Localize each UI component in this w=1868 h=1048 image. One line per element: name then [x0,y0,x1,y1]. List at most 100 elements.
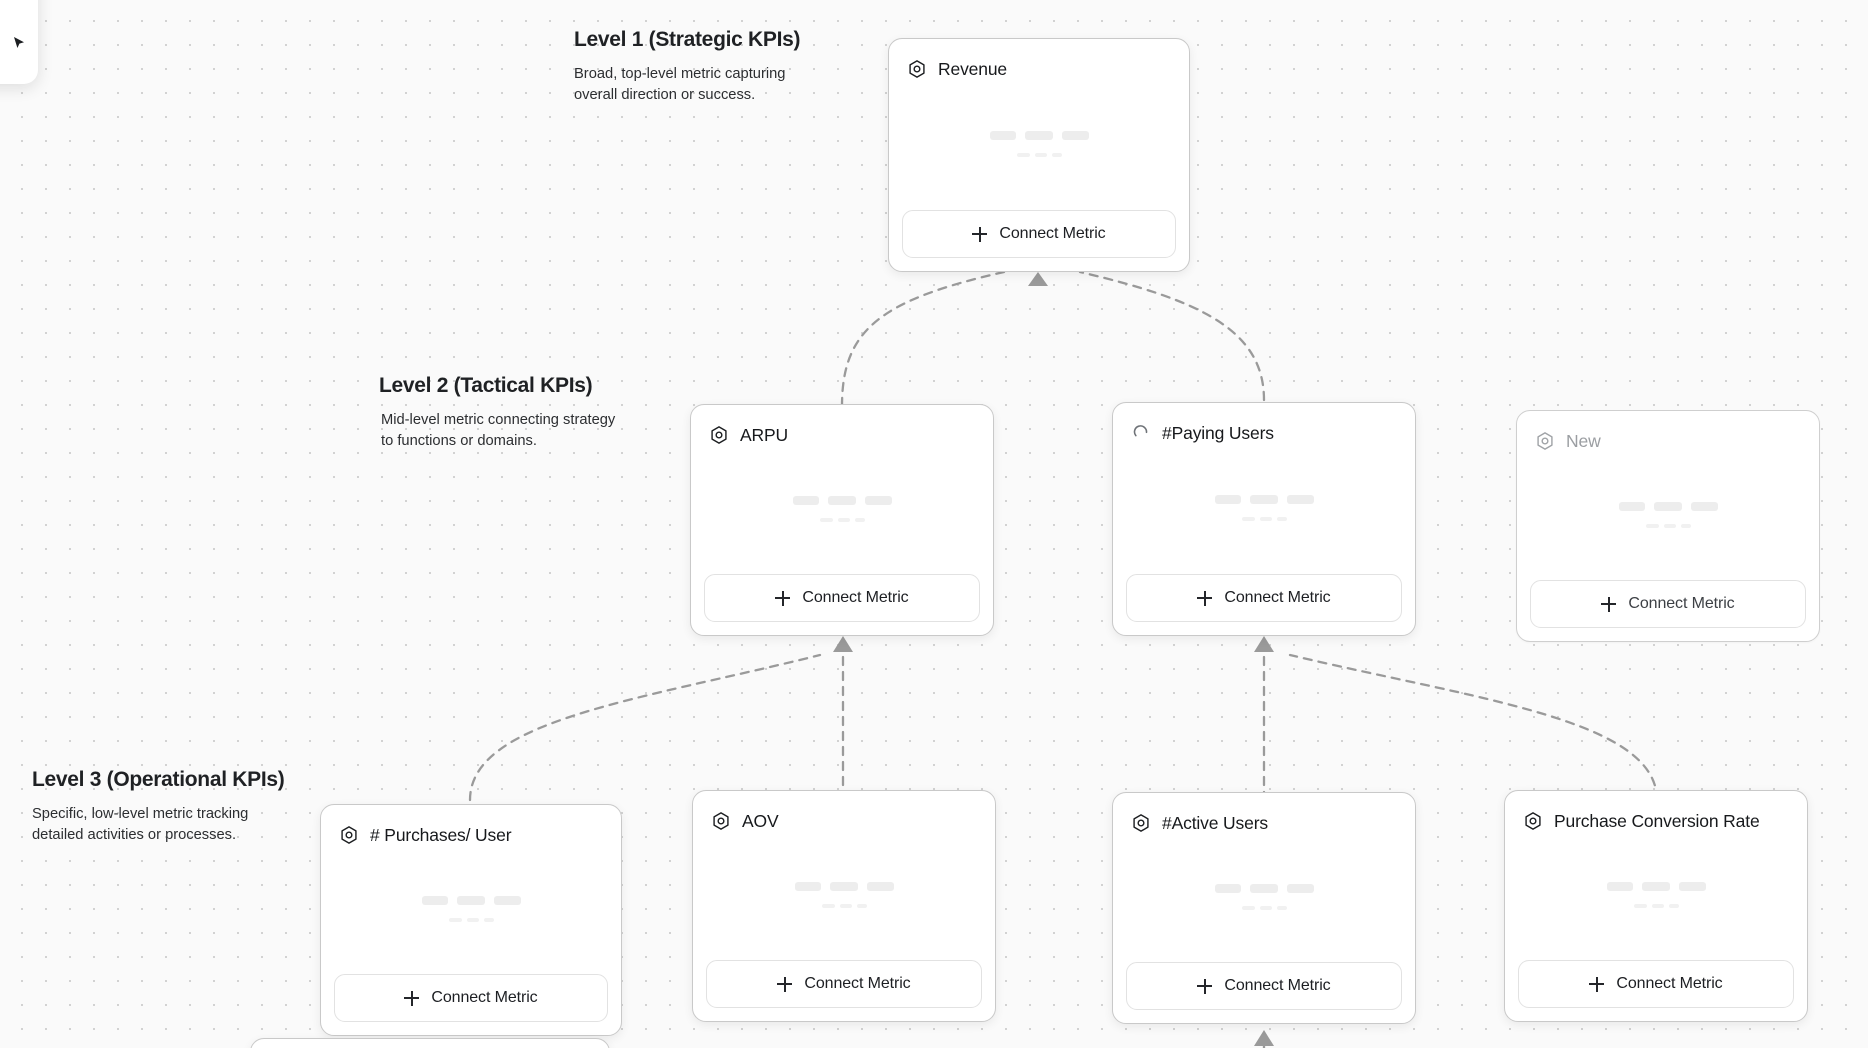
plus-icon [1589,976,1605,992]
hexagon-metric-icon [1523,811,1543,831]
skeleton-bar [1061,130,1089,140]
skeleton-row-secondary [1633,903,1679,908]
connect-metric-label: Connect Metric [1224,977,1331,994]
skeleton-bar [1653,501,1682,511]
skeleton-row-primary [1606,881,1706,891]
skeleton-bar [1034,152,1047,157]
kpi-node-new-header: New [1517,411,1819,455]
kpi-node-clipped-bottom-skeleton [251,1039,609,1048]
skeleton-bar [1690,501,1718,511]
plus-icon [777,976,793,992]
level-1-label: Level 1 (Strategic KPIs) Broad, top-leve… [574,28,801,107]
connect-metric-button-aov[interactable]: Connect Metric [706,960,982,1008]
plus-icon [1601,596,1617,612]
connect-metric-label: Connect Metric [431,989,538,1006]
skeleton-bar [866,881,894,891]
level-2-title: Level 2 (Tactical KPIs) [379,374,593,397]
skeleton-row-primary [794,881,894,891]
level-1-description: Broad, top-level metric capturing overal… [574,66,786,104]
skeleton-row-primary [421,895,521,905]
floating-toolbar-panel[interactable] [0,0,38,84]
skeleton-bar [1286,883,1314,893]
connect-metric-button-arpu[interactable]: Connect Metric [704,574,980,622]
connect-metric-button-paying-users[interactable]: Connect Metric [1126,574,1402,622]
kpi-node-paying-users-skeleton [1113,447,1415,574]
kpi-node-arpu[interactable]: ARPU Connect Metric [690,404,994,636]
plus-icon [1197,590,1213,606]
arrowhead-arpu-1 [833,636,853,652]
skeleton-bar [1051,152,1062,157]
skeleton-bar [1016,152,1030,157]
kpi-node-new-title: New [1566,430,1601,451]
connect-metric-button-active-users[interactable]: Connect Metric [1126,962,1402,1010]
skeleton-bar [794,881,821,891]
level-3-description: Specific, low-level metric tracking deta… [32,806,249,844]
skeleton-row-secondary [1645,523,1691,528]
connect-metric-label: Connect Metric [1628,595,1735,612]
skeleton-bar [1641,881,1670,891]
hexagon-metric-icon [907,59,927,79]
kpi-node-active-users-skeleton [1113,837,1415,962]
cursor-arrow-icon [12,36,26,50]
skeleton-bar [1618,501,1645,511]
skeleton-bar [1259,516,1272,521]
hexagon-metric-icon [709,425,729,445]
kpi-node-revenue[interactable]: Revenue Connect Metric [888,38,1190,272]
kpi-node-paying-users-title: #Paying Users [1162,422,1274,443]
arrowhead-revenue [1028,272,1048,286]
skeleton-bar [1259,905,1272,910]
hexagon-metric-icon [1131,813,1151,833]
skeleton-bar [1249,494,1278,504]
connect-metric-label: Connect Metric [1616,975,1723,992]
kpi-node-new[interactable]: New Connect Metric [1516,410,1820,642]
skeleton-bar [1633,903,1647,908]
kpi-node-active-users-header: #Active Users [1113,793,1415,837]
plus-icon [1197,978,1213,994]
hexagon-metric-icon [339,825,359,845]
level-1-title: Level 1 (Strategic KPIs) [574,28,801,51]
kpi-node-purchase-conversion-rate[interactable]: Purchase Conversion Rate Connect Metric [1504,790,1808,1022]
kpi-node-active-users[interactable]: #Active Users Connect Metric [1112,792,1416,1024]
skeleton-bar [989,130,1016,140]
skeleton-row-secondary [819,517,865,522]
kpi-node-aov[interactable]: AOV Connect Metric [692,790,996,1022]
kpi-node-arpu-skeleton [691,449,993,574]
skeleton-bar [1645,523,1659,528]
skeleton-row-secondary [1016,152,1062,157]
skeleton-bar [1663,523,1676,528]
kpi-node-paying-users-header: #Paying Users [1113,403,1415,447]
connect-metric-button-revenue[interactable]: Connect Metric [902,210,1176,258]
connect-metric-button-purchase-conversion-rate[interactable]: Connect Metric [1518,960,1794,1008]
skeleton-bar [829,881,858,891]
skeleton-row-primary [1214,883,1314,893]
skeleton-bar [1668,903,1679,908]
kpi-node-purchases-per-user-header: # Purchases/ User [321,805,621,849]
skeleton-bar [1276,905,1287,910]
kpi-node-purchases-per-user[interactable]: # Purchases/ User Connect Metric [320,804,622,1036]
kpi-node-active-users-title: #Active Users [1162,812,1268,833]
skeleton-row-primary [1618,501,1718,511]
connect-metric-button-purchases-per-user[interactable]: Connect Metric [334,974,608,1022]
skeleton-bar [493,895,521,905]
kpi-node-purchases-per-user-title: # Purchases/ User [370,824,512,845]
kpi-node-clipped-bottom[interactable] [250,1038,610,1048]
connect-metric-button-new[interactable]: Connect Metric [1530,580,1806,628]
hexagon-metric-icon [711,811,731,831]
skeleton-bar [827,495,856,505]
edge-purchases-arpu [468,653,822,802]
plus-icon [972,226,988,242]
kpi-node-aov-title: AOV [742,810,779,831]
edge-arpu-revenue [840,270,1006,408]
kpi-node-revenue-header: Revenue [889,39,1189,83]
skeleton-bar [466,917,479,922]
skeleton-row-primary [989,130,1089,140]
kpi-node-arpu-header: ARPU [691,405,993,449]
level-2-label: Level 2 (Tactical KPIs) Mid-level metric… [379,374,619,453]
skeleton-bar [864,495,892,505]
skeleton-bar [1651,903,1664,908]
kpi-node-paying-users[interactable]: #Paying Users Connect Metric [1112,402,1416,636]
skeleton-bar [1276,516,1287,521]
kpi-node-purchases-per-user-skeleton [321,849,621,974]
arrowhead-payingusers-1 [1254,636,1274,652]
